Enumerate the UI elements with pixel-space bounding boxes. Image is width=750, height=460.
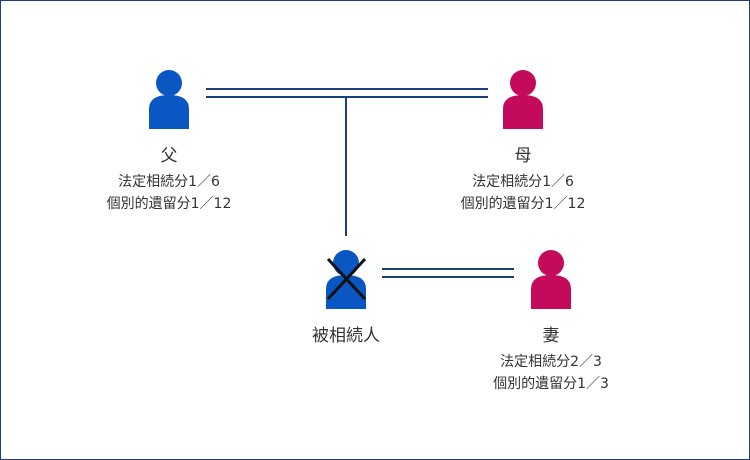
father-shares: 法定相続分1／6 個別的遺留分1／12 [79, 171, 259, 215]
wife-legal-share: 法定相続分2／3 [500, 354, 602, 370]
wife-icon [531, 250, 571, 309]
wife-shares: 法定相続分2／3 個別的遺留分1／3 [461, 351, 641, 395]
mother-reserved-share: 個別的遺留分1／12 [460, 196, 586, 212]
deceased-label: 被相続人 [312, 326, 380, 346]
father-icon [149, 70, 189, 129]
mother-icon [503, 70, 543, 129]
mother-legal-share: 法定相続分1／6 [472, 174, 574, 190]
deceased-icon [326, 250, 367, 309]
father-legal-share: 法定相続分1／6 [118, 174, 220, 190]
mother-shares: 法定相続分1／6 個別的遺留分1／12 [433, 171, 613, 215]
wife-label: 妻 [542, 326, 560, 346]
father-label: 父 [160, 146, 178, 166]
mother-label: 母 [514, 146, 532, 166]
wife-reserved-share: 個別的遺留分1／3 [493, 376, 609, 392]
father-reserved-share: 個別的遺留分1／12 [106, 196, 232, 212]
